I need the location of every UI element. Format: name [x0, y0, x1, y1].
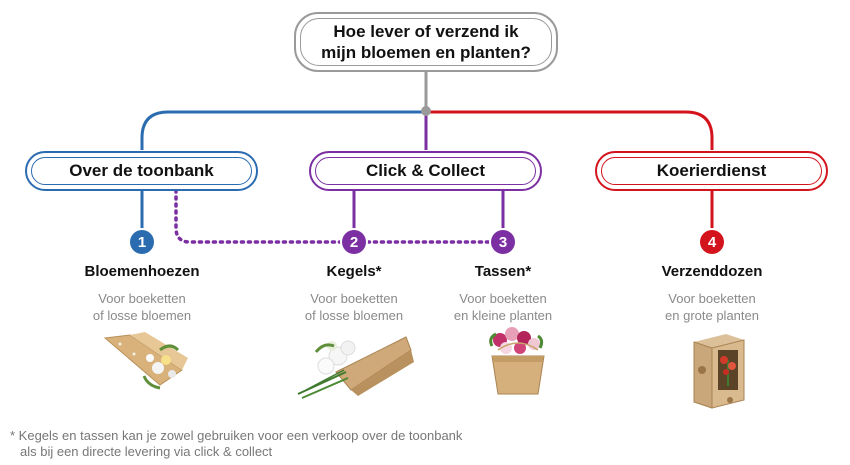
option-title-verzenddozen: Verzenddozen [661, 263, 763, 280]
badge-4: 4 [700, 230, 724, 254]
question-text: Hoe lever of verzend ik mijn bloemen en … [321, 21, 531, 63]
category-label: Click & Collect [365, 161, 486, 180]
option-title-bloemenhoezen: Bloemenhoezen [84, 263, 200, 280]
footnote-line1: * Kegels en tassen kan je zowel gebruike… [10, 428, 463, 443]
footnote-line2: als bij een directe levering via click &… [20, 444, 273, 459]
option-title-kegels: Kegels* [326, 263, 382, 280]
footnote: * Kegels en tassen kan je zowel gebruike… [10, 428, 462, 460]
branch-red [426, 110, 714, 150]
branch-blue [140, 110, 426, 150]
junction-dot [421, 106, 431, 116]
option-title-tassen: Tassen* [474, 263, 532, 280]
badge-2: 2 [342, 230, 366, 254]
badge-1: 1 [130, 230, 154, 254]
question-box: Hoe lever of verzend ik mijn bloemen en … [294, 12, 558, 72]
category-koerierdienst: Koerierdienst [595, 151, 828, 191]
shipping-box-image [693, 334, 745, 409]
bag-with-flowers-image [489, 327, 545, 395]
category-click-collect: Click & Collect [309, 151, 542, 191]
bouquet-sleeve-image [103, 332, 188, 390]
category-label: Over de toonbank [69, 161, 214, 180]
category-over-de-toonbank: Over de toonbank [25, 151, 258, 191]
question-line2: mijn bloemen en planten? [321, 43, 531, 62]
dotted-link [174, 188, 494, 244]
badge-3: 3 [491, 230, 515, 254]
question-line1: Hoe lever of verzend ik [333, 22, 519, 41]
category-label: Koerierdienst [656, 161, 767, 180]
cone-bouquet-image [297, 336, 414, 399]
